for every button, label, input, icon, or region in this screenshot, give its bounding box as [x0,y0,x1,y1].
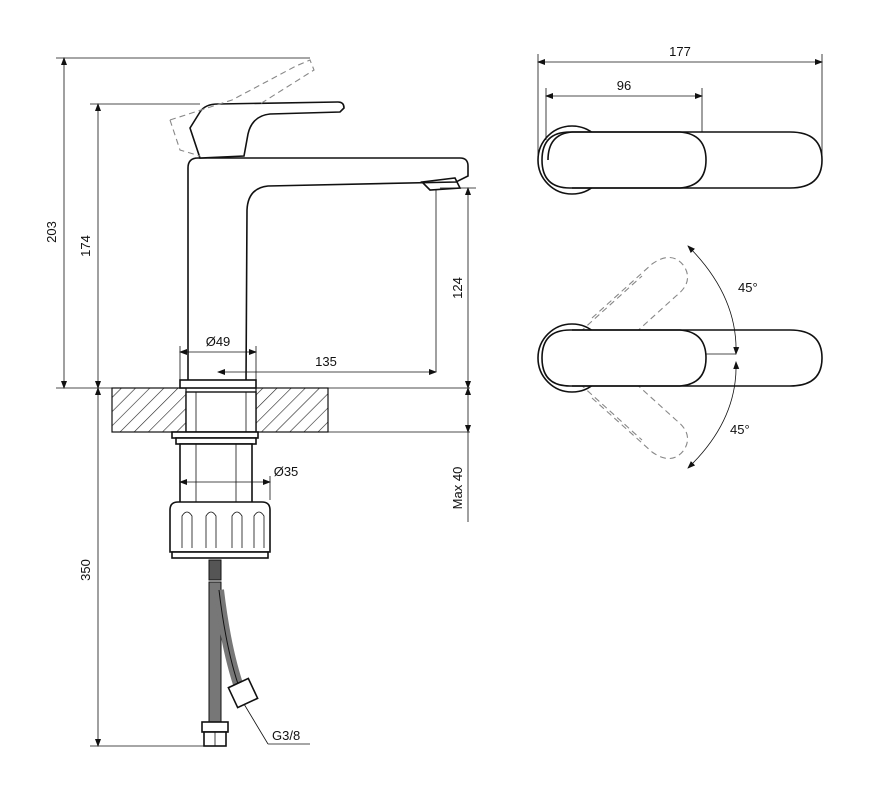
dim-174-label: 174 [78,235,93,257]
dim-d49-label: Ø49 [206,334,231,349]
supply-hoses [201,559,259,747]
angle-upper-label: 45° [738,280,758,295]
dim-lever-length: 96 [545,78,703,140]
rotation-view-body [537,323,823,393]
dim-spout-reach: 135 [217,354,437,375]
dim-max-counter: Max 40 [450,387,471,522]
dim-hose-diameter: Ø35 [179,464,299,500]
rotated-lever-lower [579,361,689,460]
lever-handle [169,59,345,159]
dim-max40-label: Max 40 [450,467,465,510]
rotated-lever-upper [579,256,689,355]
dim-d35-label: Ø35 [274,464,299,479]
angle-lower-label: 45° [730,422,750,437]
top-view: 177 96 [537,44,823,195]
dim-124-label: 124 [450,277,465,299]
angle-arc-lower: 45° [687,361,750,469]
side-view: 203 174 350 124 Max 40 [44,57,476,747]
dim-350-label: 350 [78,559,93,581]
dim-177-label: 177 [669,44,691,59]
dim-203-label: 203 [44,221,59,243]
dim-spout-height: 174 [78,103,200,389]
thread-label: G3/8 [272,728,300,743]
dim-96-label: 96 [617,78,631,93]
dim-base-diameter: Ø49 [179,334,257,380]
dim-hose-length: 350 [78,387,204,747]
top-view-body [537,125,823,195]
thread-callout: G3/8 [243,703,310,745]
rotation-view: 45° 45° [537,245,823,469]
dim-overall-length: 177 [537,44,823,160]
dim-total-height: 203 [44,57,310,389]
angle-arc-upper: 45° [687,245,758,355]
shank [171,391,259,505]
dim-outlet-height: 124 [440,187,476,389]
countertop [111,387,470,433]
dim-135-label: 135 [315,354,337,369]
fixing-nut [169,501,271,559]
